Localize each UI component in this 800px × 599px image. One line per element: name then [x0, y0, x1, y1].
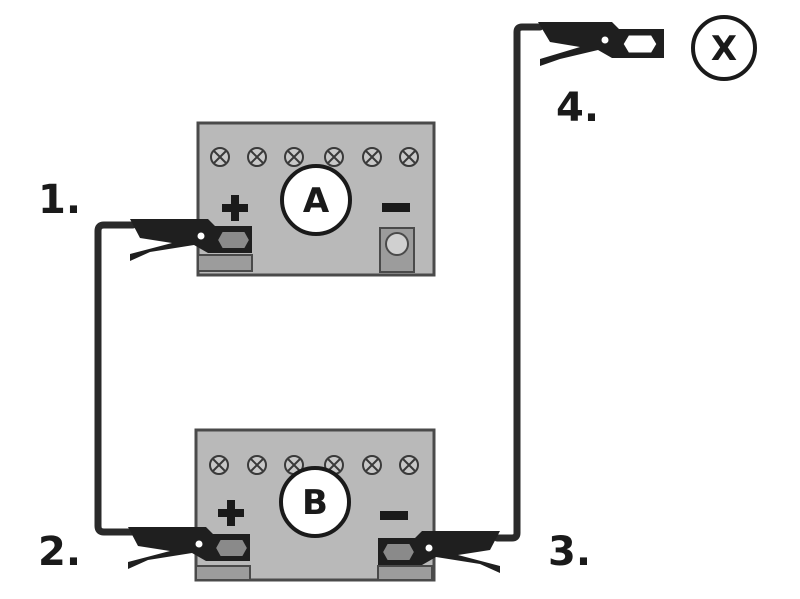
plus-sign-icon — [218, 500, 244, 526]
vent-cap-icon — [284, 147, 304, 167]
step-label-4: 4. — [556, 85, 599, 131]
ground-badge — [691, 15, 757, 81]
step-label-1: 1. — [38, 177, 81, 223]
clamp-ground — [538, 22, 664, 66]
vent-cap-icon — [247, 455, 267, 475]
battery-b-vent-caps — [209, 455, 419, 475]
vent-cap-icon — [399, 455, 419, 475]
vent-cap-icon — [362, 147, 382, 167]
battery-b-negative-terminal — [377, 565, 433, 581]
step-label-3: 3. — [548, 529, 591, 575]
negative-cable — [493, 23, 544, 542]
ground-label: X — [711, 29, 737, 69]
vent-cap-icon — [209, 455, 229, 475]
minus-sign-icon — [382, 203, 410, 212]
vent-cap-icon — [362, 455, 382, 475]
clamp-battery-b-negative — [378, 531, 500, 573]
battery-b-label: B — [302, 483, 328, 523]
vent-cap-icon — [324, 147, 344, 167]
plus-sign-icon — [222, 195, 248, 221]
battery-a-vent-caps — [210, 147, 419, 167]
vent-cap-icon — [210, 147, 230, 167]
battery-a-badge — [280, 164, 352, 236]
battery-b-badge — [279, 466, 351, 538]
battery-a-label: A — [303, 181, 330, 221]
battery-a-positive-terminal — [197, 254, 253, 272]
vent-cap-icon — [247, 147, 267, 167]
battery-b-positive-terminal — [195, 565, 251, 581]
clamp-battery-a-positive — [130, 219, 252, 261]
minus-sign-icon — [380, 511, 408, 520]
battery-a-negative-terminal — [379, 227, 415, 273]
positive-cable — [94, 221, 137, 536]
vent-cap-icon — [399, 147, 419, 167]
clamp-battery-b-positive — [128, 527, 250, 569]
cables — [94, 23, 544, 542]
step-label-2: 2. — [38, 529, 81, 575]
